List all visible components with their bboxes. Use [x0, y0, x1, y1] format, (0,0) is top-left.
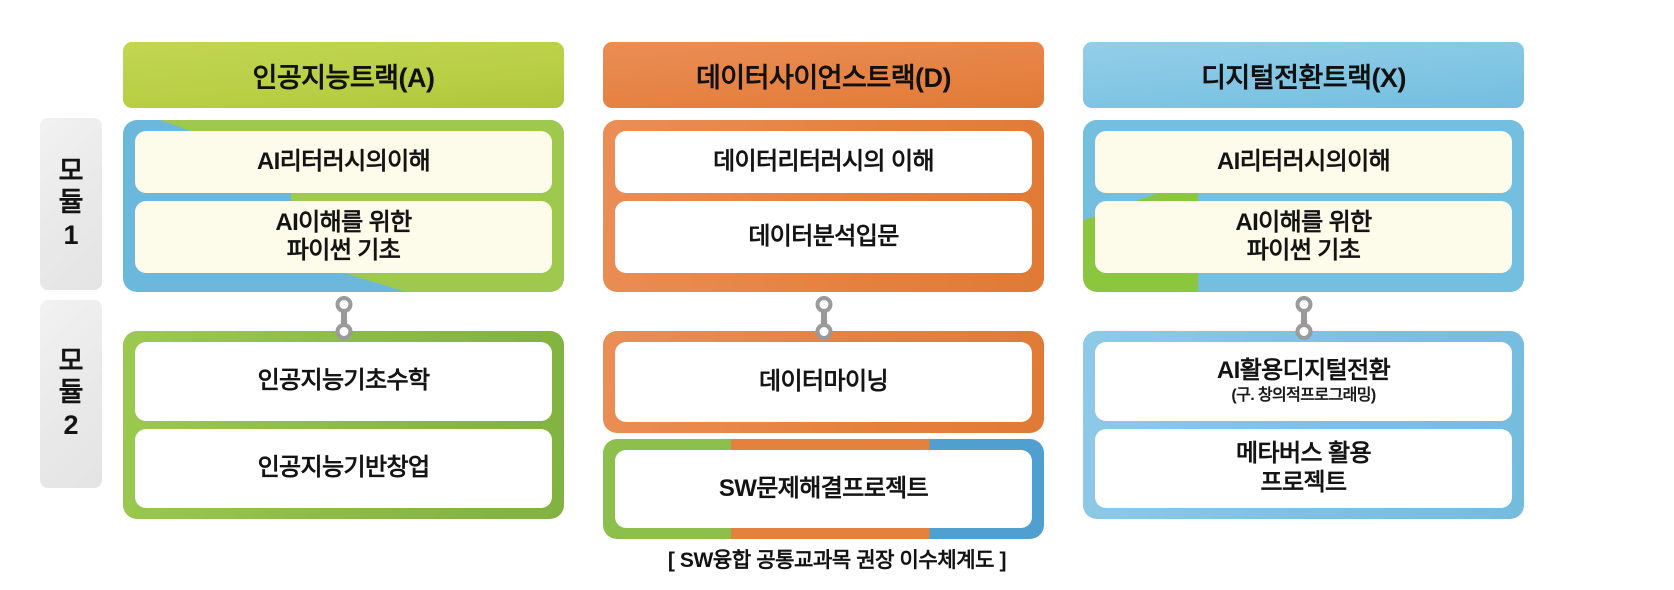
course-card-ai-math[interactable]: 인공지능기초수학 — [135, 342, 552, 421]
course-card-python-basic-x[interactable]: AI이해를 위한 파이썬 기초 — [1095, 201, 1512, 273]
track-x-module-2-frame: AI활용디지털전환 (구. 창의적프로그래밍) 메타버스 활용 프로젝트 — [1083, 331, 1524, 519]
course-card-ai-literacy-a[interactable]: AI리터러시의이해 — [135, 131, 552, 193]
track-a-module-1-frame: AI리터러시의이해 AI이해를 위한 파이썬 기초 — [123, 120, 564, 292]
course-title: 데이터마이닝 — [759, 367, 888, 395]
course-title: AI리터러시의이해 — [1216, 147, 1391, 175]
connector-bar — [340, 303, 347, 333]
course-title: 데이터리터러시의 이해 — [713, 147, 934, 175]
connector-knob-bottom — [1295, 323, 1312, 340]
track-header-d[interactable]: 데이터사이언스트랙(D) — [603, 42, 1044, 108]
course-title: 인공지능기초수학 — [257, 367, 430, 395]
track-column-x: 디지털전환트랙(X) AI리터러시의이해 AI이해를 위한 파이썬 기초 AI활… — [1083, 42, 1524, 519]
module-label-2-number: 2 — [63, 409, 79, 440]
connector-knob-top — [1295, 296, 1312, 313]
track-d-module-2-frame: 데이터마이닝 — [603, 331, 1044, 433]
course-card-metaverse-project[interactable]: 메타버스 활용 프로젝트 — [1095, 429, 1512, 508]
module-label-1: 모 듈 1 — [40, 118, 102, 290]
course-title-line2: 프로젝트 — [1260, 468, 1348, 496]
course-title-line1: AI이해를 위한 — [1235, 208, 1372, 236]
track-column-a: 인공지능트랙(A) AI리터러시의이해 AI이해를 위한 파이썬 기초 인공지능… — [123, 42, 564, 519]
course-card-data-analysis-intro[interactable]: 데이터분석입문 — [615, 201, 1032, 273]
course-card-python-basic-a[interactable]: AI이해를 위한 파이썬 기초 — [135, 201, 552, 273]
connector-knob-top — [335, 296, 352, 313]
module-label-1-char2: 듈 — [58, 187, 84, 218]
course-title-line2: 파이썬 기초 — [1246, 237, 1361, 264]
course-card-ai-digital-transformation[interactable]: AI활용디지털전환 (구. 창의적프로그래밍) — [1095, 342, 1512, 421]
course-card-data-literacy[interactable]: 데이터리터러시의 이해 — [615, 131, 1032, 193]
connector-knob-top — [815, 296, 832, 313]
course-title-line2: 파이썬 기초 — [286, 237, 401, 264]
connector-bar — [1300, 303, 1307, 333]
module-label-1-char1: 모 — [58, 156, 84, 187]
module-label-2-char1: 모 — [58, 346, 84, 377]
course-title: SW문제해결프로젝트 — [718, 474, 929, 502]
connector-track-a — [335, 296, 353, 340]
connector-track-x — [1295, 296, 1313, 340]
course-title: AI활용디지털전환 — [1216, 357, 1391, 385]
course-title: 인공지능기반창업 — [257, 454, 430, 482]
module-label-2-char2: 듈 — [58, 377, 84, 408]
course-card-ai-literacy-x[interactable]: AI리터러시의이해 — [1095, 131, 1512, 193]
connector-track-d — [815, 296, 833, 340]
track-d-module-1-frame: 데이터리터러시의 이해 데이터분석입문 — [603, 120, 1044, 292]
track-header-x[interactable]: 디지털전환트랙(X) — [1083, 42, 1524, 108]
course-title-line1: AI이해를 위한 — [275, 208, 412, 236]
connector-bar — [820, 303, 827, 333]
course-title-line1: 메타버스 활용 — [1236, 440, 1372, 468]
track-x-module-1-frame: AI리터러시의이해 AI이해를 위한 파이썬 기초 — [1083, 120, 1524, 292]
course-title: AI리터러시의이해 — [256, 147, 431, 175]
course-title: 데이터분석입문 — [748, 222, 899, 250]
connector-knob-bottom — [815, 323, 832, 340]
course-card-data-mining[interactable]: 데이터마이닝 — [615, 342, 1032, 422]
connector-knob-bottom — [335, 323, 352, 340]
module-label-2: 모 듈 2 — [40, 300, 102, 488]
track-d-sw-project-frame: SW문제해결프로젝트 — [603, 439, 1044, 539]
track-header-a[interactable]: 인공지능트랙(A) — [123, 42, 564, 108]
diagram-caption: [ SW융합 공통교과목 권장 이수체계도 ] — [667, 549, 1007, 572]
course-card-ai-startup[interactable]: 인공지능기반창업 — [135, 429, 552, 508]
track-column-d: 데이터사이언스트랙(D) 데이터리터러시의 이해 데이터분석입문 데이터마이닝 … — [603, 42, 1044, 539]
course-subtitle: (구. 창의적프로그래밍) — [1231, 386, 1376, 404]
track-a-module-2-frame: 인공지능기초수학 인공지능기반창업 — [123, 331, 564, 519]
module-label-1-number: 1 — [63, 219, 79, 250]
course-card-sw-problem-solving[interactable]: SW문제해결프로젝트 — [615, 450, 1032, 528]
